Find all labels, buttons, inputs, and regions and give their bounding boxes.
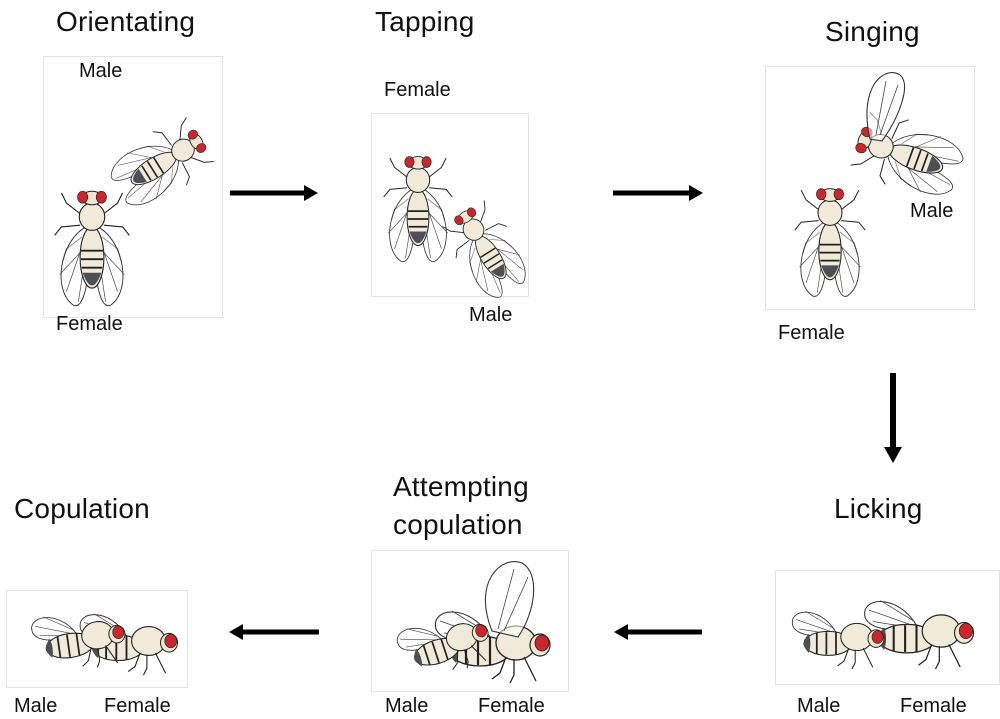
orientating-flies-illustration — [44, 57, 224, 319]
stage-title-attempting-line2: copulation — [393, 509, 523, 541]
arrow-left-1 — [614, 623, 702, 641]
copulation-image — [6, 590, 188, 688]
label-female-singing: Female — [778, 322, 845, 344]
male-fly — [30, 606, 129, 676]
arrow-down — [882, 373, 904, 465]
label-male-orientating: Male — [79, 60, 122, 82]
copulation-flies-illustration — [7, 591, 189, 689]
stage-title-orientating: Orientating — [56, 6, 195, 38]
female-fly — [795, 189, 865, 297]
tapping-flies-illustration — [372, 114, 530, 298]
singing-image — [765, 66, 975, 310]
label-male-licking: Male — [797, 695, 840, 717]
stage-title-tapping: Tapping — [375, 6, 474, 38]
orientating-image — [43, 56, 223, 318]
male-fly — [437, 196, 530, 298]
arrow-right-1 — [230, 184, 320, 202]
label-female-attempting: Female — [478, 695, 545, 717]
stage-title-copulation: Copulation — [14, 493, 150, 525]
attempting-flies-illustration — [372, 551, 570, 693]
male-fly — [102, 112, 218, 217]
stage-title-licking: Licking — [834, 493, 923, 525]
singing-flies-illustration — [766, 67, 976, 311]
arrow-left-2 — [229, 623, 319, 641]
stage-title-singing: Singing — [825, 16, 920, 48]
arrow-right-2 — [613, 184, 705, 202]
attempting-copulation-image — [371, 550, 569, 692]
label-female-copulation: Female — [104, 695, 171, 717]
label-female-tapping: Female — [384, 79, 451, 101]
female-fly — [384, 157, 453, 262]
licking-flies-illustration — [776, 571, 1000, 686]
label-male-tapping: Male — [469, 304, 512, 326]
label-female-orientating: Female — [56, 313, 123, 335]
label-male-copulation: Male — [14, 695, 57, 717]
label-male-singing: Male — [910, 200, 953, 222]
female-fly — [55, 191, 130, 306]
label-male-attempting: Male — [385, 695, 428, 717]
label-female-licking: Female — [900, 695, 967, 717]
tapping-image — [371, 113, 529, 297]
stage-title-attempting-line1: Attempting — [393, 471, 529, 503]
licking-image — [775, 570, 1000, 685]
male-fly — [847, 106, 969, 206]
